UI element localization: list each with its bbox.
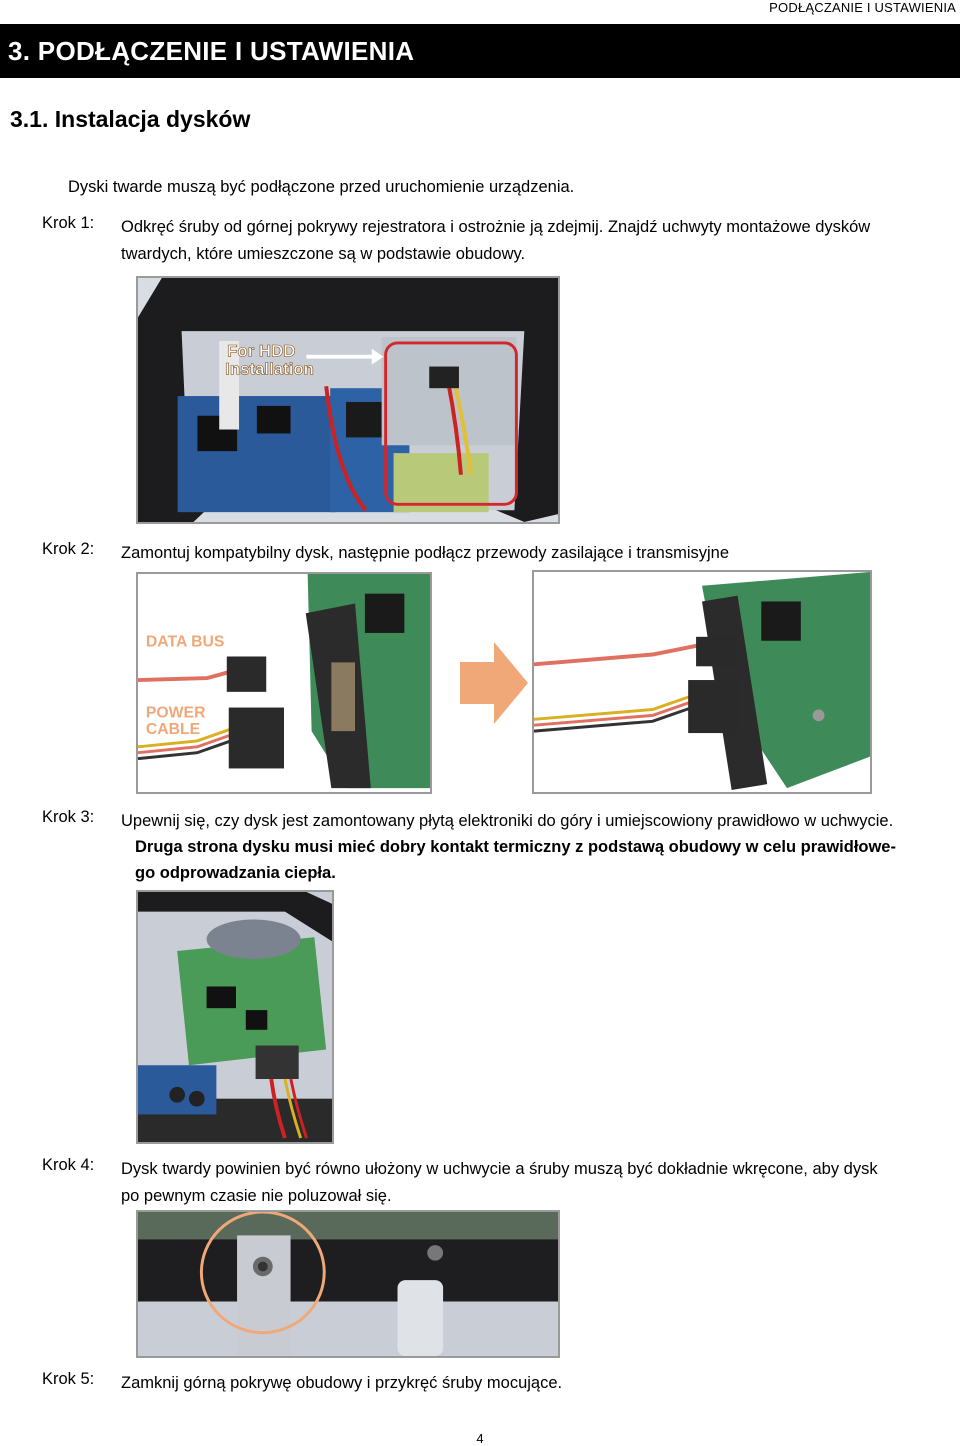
orange-arrow-icon bbox=[460, 642, 528, 724]
page-number: 4 bbox=[476, 1431, 484, 1446]
for-hdd-label: For HDD bbox=[227, 342, 295, 361]
step-2-text: Zamontuj kompatybilny dysk, następnie po… bbox=[121, 544, 730, 562]
step-3-text: Upewnij się, czy dysk jest zamontowany p… bbox=[121, 812, 894, 830]
step-4-label: Krok 4: bbox=[42, 1156, 95, 1174]
cable-label: CABLE bbox=[146, 721, 200, 738]
step-1-text: Odkręć śruby od górnej pokrywy rejestrat… bbox=[121, 214, 951, 268]
step-2-label: Krok 2: bbox=[42, 540, 95, 558]
step-3-label: Krok 3: bbox=[42, 808, 95, 826]
step-5-text: Zamknij górną pokrywę obudowy i przykręć… bbox=[121, 1374, 563, 1392]
chapter-title: 3. PODŁĄCZENIE I USTAWIENIA bbox=[8, 36, 415, 66]
step-4-line-1: Dysk twardy powinien być równo ułożony w… bbox=[121, 1160, 878, 1178]
photo-screw-holder bbox=[136, 1210, 560, 1358]
chapter-bar bbox=[0, 24, 960, 78]
section-title: 3.1. Instalacja dysków bbox=[10, 106, 251, 132]
installation-label: Installation bbox=[225, 359, 314, 378]
data-bus-label: DATA BUS bbox=[146, 634, 225, 651]
photo-hdd-mounted bbox=[136, 890, 334, 1144]
step-5-label: Krok 5: bbox=[42, 1370, 95, 1388]
step-4-text: Dysk twardy powinien być równo ułożony w… bbox=[121, 1156, 951, 1210]
step-4-line-2: po pewnym czasie nie poluzował się. bbox=[121, 1187, 392, 1205]
photo-dvr-open-case: For HDD Installation bbox=[136, 276, 560, 524]
step-1-line-2: twardych, które umieszczone są w podstaw… bbox=[121, 245, 526, 263]
power-label: POWER bbox=[146, 704, 206, 721]
step-3-bold-line-2: go odprowadzania ciepła. bbox=[135, 864, 336, 882]
running-header: PODŁĄCZANIE I USTAWIENIA bbox=[769, 0, 956, 15]
photo-hdd-cables: DATA BUS POWER CABLE bbox=[136, 572, 432, 794]
step-3-bold-line-1: Druga strona dysku musi mieć dobry konta… bbox=[135, 838, 896, 856]
intro-text: Dyski twarde muszą być podłączone przed … bbox=[68, 178, 575, 196]
photo-hdd-connected bbox=[532, 570, 872, 794]
step-1-label: Krok 1: bbox=[42, 214, 95, 232]
step-1-line-1: Odkręć śruby od górnej pokrywy rejestrat… bbox=[121, 218, 871, 236]
